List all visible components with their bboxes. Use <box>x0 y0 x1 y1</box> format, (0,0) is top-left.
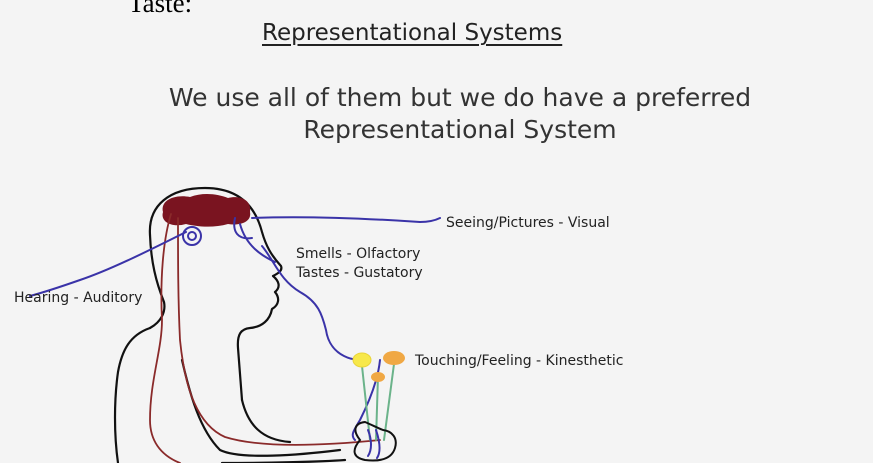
label-olfactory: Smells - Olfactory <box>296 246 420 262</box>
label-visual: Seeing/Pictures - Visual <box>446 215 610 231</box>
orange-flower-bottom <box>371 372 385 382</box>
orange-flower-top <box>383 351 405 365</box>
back-outline <box>115 328 150 463</box>
flower-stem-3 <box>384 364 394 440</box>
label-gustatory: Tastes - Gustatory <box>296 265 423 281</box>
label-kinesthetic: Touching/Feeling - Kinesthetic <box>415 353 623 369</box>
brain-shape <box>163 194 251 227</box>
inner-arm-outline <box>182 360 340 456</box>
ear-shape <box>183 227 201 245</box>
visual-nerve <box>252 217 440 222</box>
yellow-flower <box>353 353 371 367</box>
spinal-nerve <box>150 214 180 463</box>
chest-outline <box>242 400 290 442</box>
label-auditory: Hearing - Auditory <box>14 290 142 306</box>
